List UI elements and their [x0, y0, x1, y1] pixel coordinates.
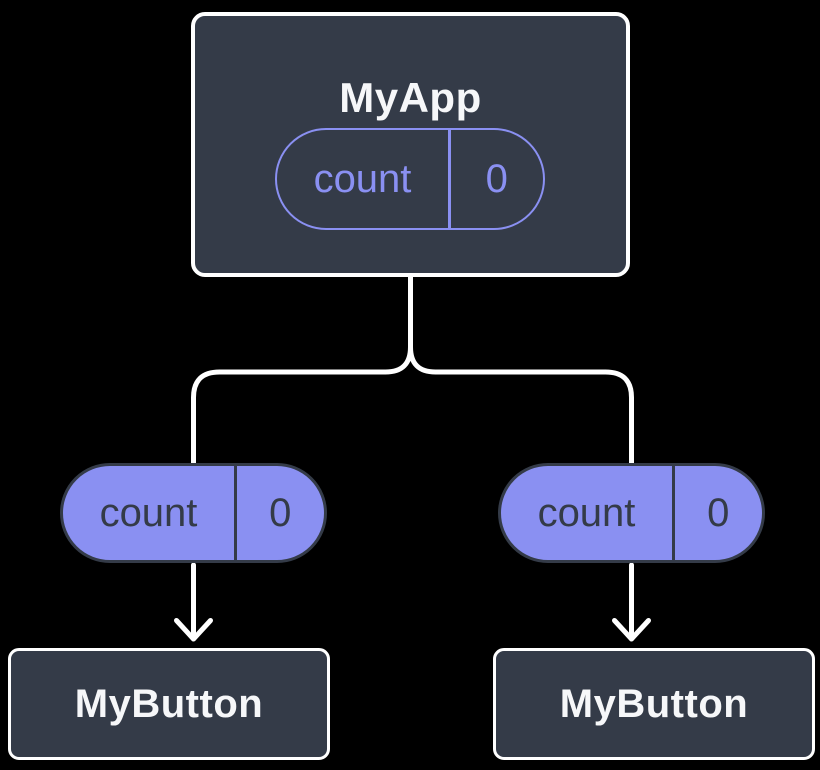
state-value: 0	[707, 490, 730, 535]
pill-divider	[448, 130, 451, 228]
arrow-down-right-icon	[612, 562, 651, 642]
state-name: count	[99, 490, 198, 535]
state-value: 0	[485, 156, 508, 201]
pill-divider	[672, 466, 675, 560]
state-pill-left: count 0	[60, 463, 327, 563]
node-mybutton-right: MyButton	[493, 648, 815, 760]
fork-left-branch	[191, 277, 413, 464]
node-mybutton-right-title: MyButton	[559, 681, 749, 726]
state-name: count	[537, 490, 636, 535]
state-pill-root: count 0	[275, 128, 545, 230]
pill-divider	[234, 466, 237, 560]
node-mybutton-left-title: MyButton	[74, 681, 264, 726]
node-myapp: MyApp count 0	[191, 12, 630, 277]
fork-right-branch	[408, 277, 634, 464]
arrow-down-left-icon	[174, 562, 213, 642]
node-mybutton-left: MyButton	[8, 648, 330, 760]
node-myapp-title: MyApp	[339, 74, 482, 121]
state-pill-right: count 0	[498, 463, 765, 563]
state-value: 0	[269, 490, 292, 535]
state-name: count	[313, 156, 412, 201]
fork-connector	[191, 277, 634, 464]
